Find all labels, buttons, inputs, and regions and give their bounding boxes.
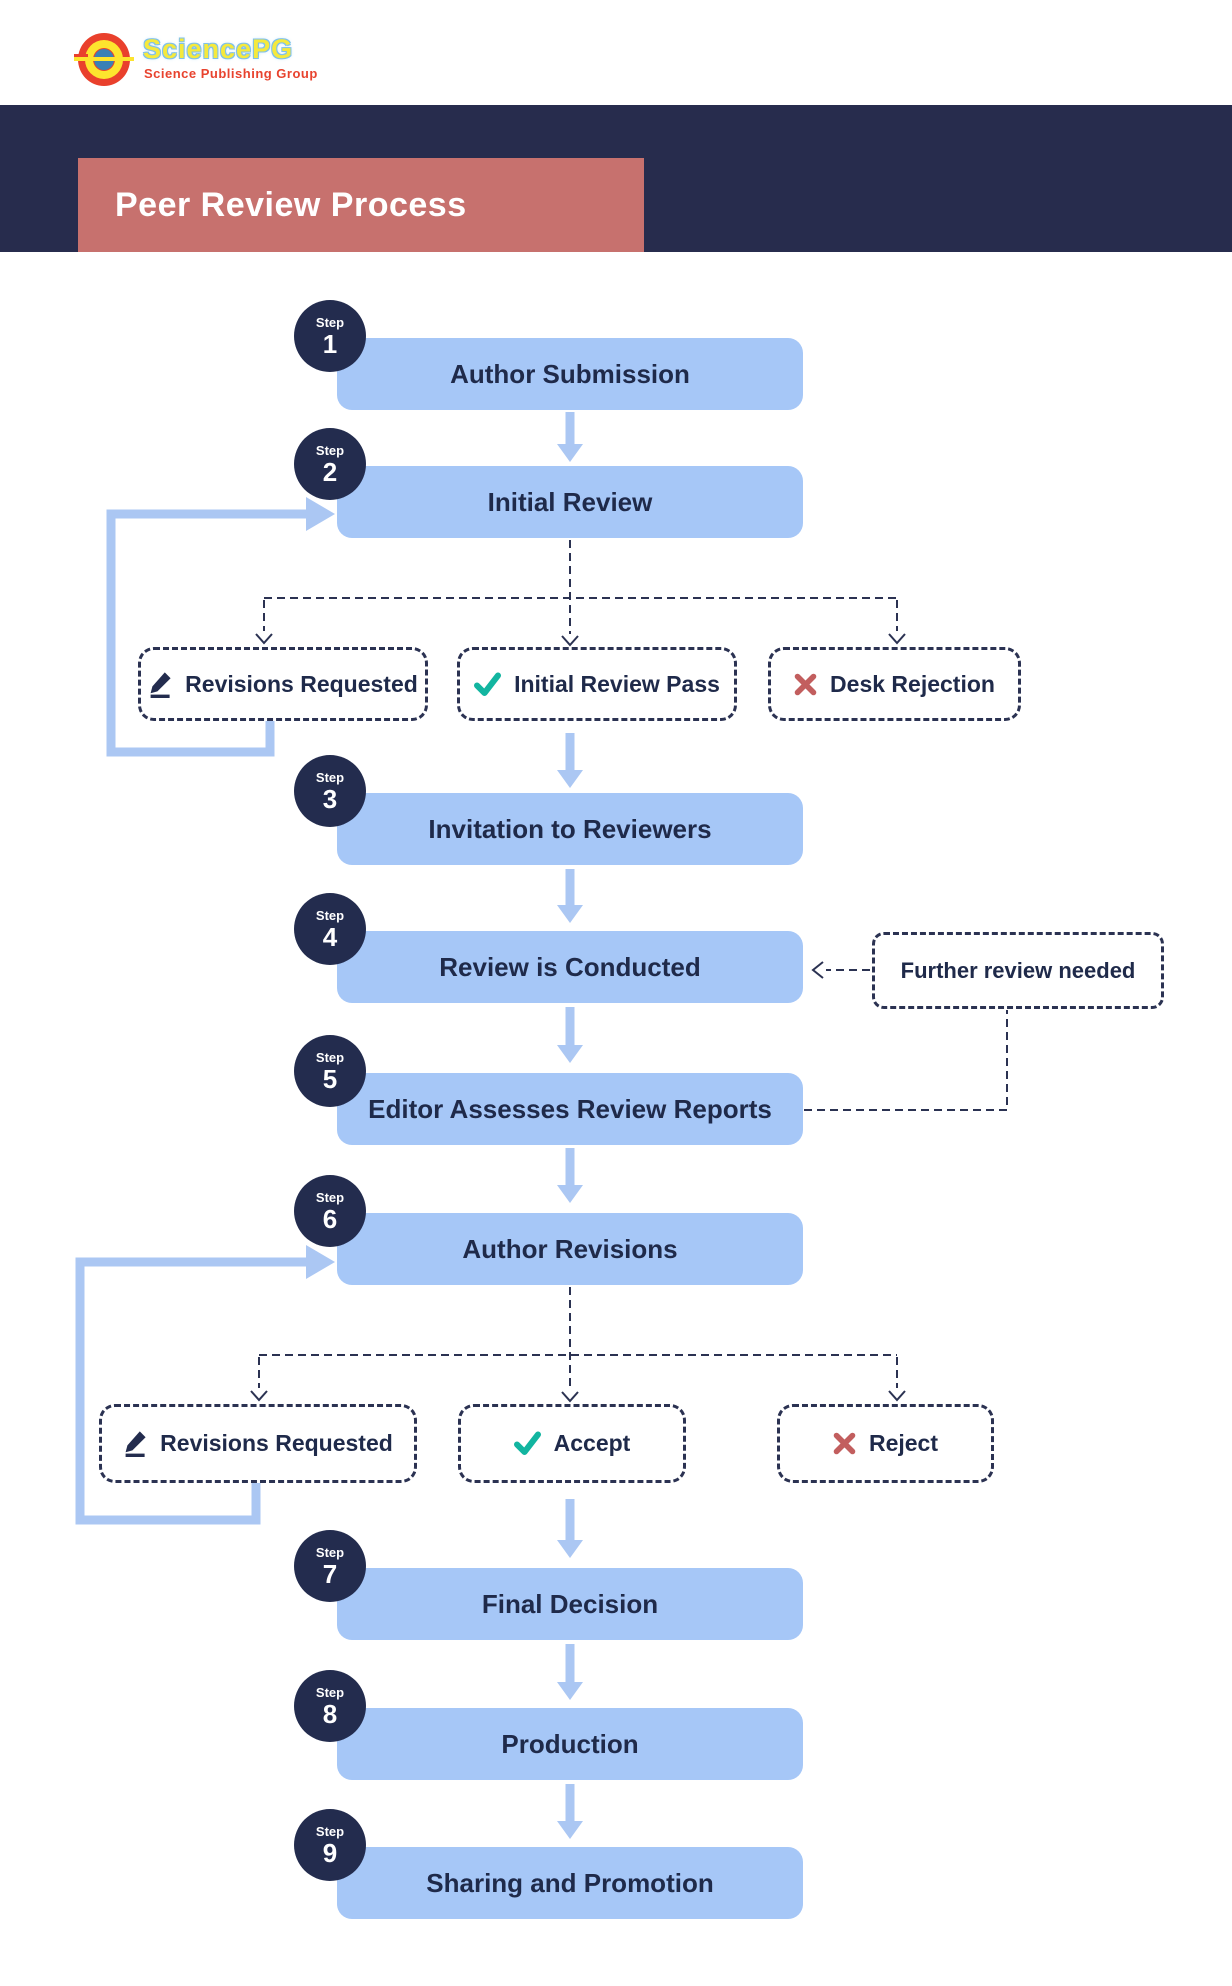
step-box-3: Invitation to Reviewers xyxy=(337,793,803,865)
pencil-icon xyxy=(123,1430,147,1457)
further-review-note: Further review needed xyxy=(872,932,1164,1009)
loop-revisions2-step6 xyxy=(75,1257,306,1525)
sciencepg-logo-icon xyxy=(74,33,134,86)
branch2-revisions-requested: Revisions Requested xyxy=(99,1404,417,1483)
brand-tagline: Science Publishing Group xyxy=(144,66,318,81)
step-label: Step xyxy=(315,1823,345,1839)
note-label: Further review needed xyxy=(900,957,1136,983)
step-label: Step xyxy=(315,907,345,923)
step-box-9: Sharing and Promotion xyxy=(337,1847,803,1919)
header-bar: SciencePG Science Publishing Group xyxy=(0,0,1232,105)
arrowhead xyxy=(557,770,583,788)
dashed-step5-to-note xyxy=(804,1010,1008,1111)
pencil-icon xyxy=(148,671,172,698)
step-number: 2 xyxy=(322,456,338,487)
step-box-1: Author Submission xyxy=(337,338,803,410)
step-title: Initial Review xyxy=(487,486,653,517)
page-title: Peer Review Process xyxy=(115,185,467,224)
step-number: 3 xyxy=(322,783,338,814)
step-title: Author Submission xyxy=(450,358,690,389)
step-number: 7 xyxy=(322,1558,338,1589)
x-icon xyxy=(833,1432,856,1455)
step-number: 5 xyxy=(322,1063,338,1094)
step-number: 1 xyxy=(322,328,338,359)
step-number: 8 xyxy=(322,1698,338,1729)
step-label: Step xyxy=(315,1684,345,1700)
chevron-down xyxy=(250,1390,268,1402)
arrowhead xyxy=(557,444,583,462)
branch2-accept: Accept xyxy=(458,1404,686,1483)
check-icon xyxy=(513,1431,541,1456)
option-label: Revisions Requested xyxy=(185,670,418,697)
step-label: Step xyxy=(315,442,345,458)
step-title: Editor Assesses Review Reports xyxy=(368,1093,772,1124)
x-icon xyxy=(794,673,817,696)
step-box-7: Final Decision xyxy=(337,1568,803,1640)
branch1-revisions-requested: Revisions Requested xyxy=(138,647,428,721)
option-label: Revisions Requested xyxy=(160,1430,393,1456)
arrowhead xyxy=(557,1045,583,1063)
step-box-6: Author Revisions xyxy=(337,1213,803,1285)
option-label: Initial Review Pass xyxy=(514,670,720,697)
title-box: Peer Review Process xyxy=(78,158,644,252)
step-label: Step xyxy=(315,1544,345,1560)
step-title: Sharing and Promotion xyxy=(426,1867,714,1898)
option-label: Accept xyxy=(553,1430,631,1456)
step-title: Final Decision xyxy=(481,1588,659,1619)
arrowhead xyxy=(557,1185,583,1203)
step-number: 4 xyxy=(322,921,338,952)
step-box-5: Editor Assesses Review Reports xyxy=(337,1073,803,1145)
chevron-down xyxy=(888,633,906,645)
branch1-desk-rejection: Desk Rejection xyxy=(768,647,1021,721)
arrowhead xyxy=(557,1682,583,1700)
check-icon xyxy=(474,672,502,697)
step-label: Step xyxy=(315,314,345,330)
loop-revisions1-step2 xyxy=(106,509,306,757)
branch2-reject: Reject xyxy=(777,1404,994,1483)
step-title: Production xyxy=(501,1728,639,1759)
option-label: Desk Rejection xyxy=(830,670,995,697)
step-label: Step xyxy=(315,1049,345,1065)
step-title: Invitation to Reviewers xyxy=(428,813,712,844)
chevron-left xyxy=(811,961,824,979)
chevron-down xyxy=(561,1391,579,1403)
step-number: 9 xyxy=(322,1837,338,1868)
step-box-8: Production xyxy=(337,1708,803,1780)
branch1-initial-review-pass: Initial Review Pass xyxy=(457,647,737,721)
step-box-2: Initial Review xyxy=(337,466,803,538)
chevron-down xyxy=(561,635,579,647)
step-title: Review is Conducted xyxy=(439,951,701,982)
loop2-arrowhead xyxy=(306,1245,335,1279)
option-label: Reject xyxy=(868,1430,939,1456)
step-label: Step xyxy=(315,769,345,785)
arrowhead xyxy=(557,1821,583,1839)
step-box-4: Review is Conducted xyxy=(337,931,803,1003)
arrowhead xyxy=(557,1540,583,1558)
brand-name: SciencePG xyxy=(143,34,294,64)
step-number: 6 xyxy=(322,1203,338,1234)
chevron-down xyxy=(255,633,273,645)
loop1-arrowhead xyxy=(306,497,335,531)
chevron-down xyxy=(888,1390,906,1402)
step-label: Step xyxy=(315,1189,345,1205)
arrowhead xyxy=(557,905,583,923)
step-title: Author Revisions xyxy=(462,1233,678,1264)
